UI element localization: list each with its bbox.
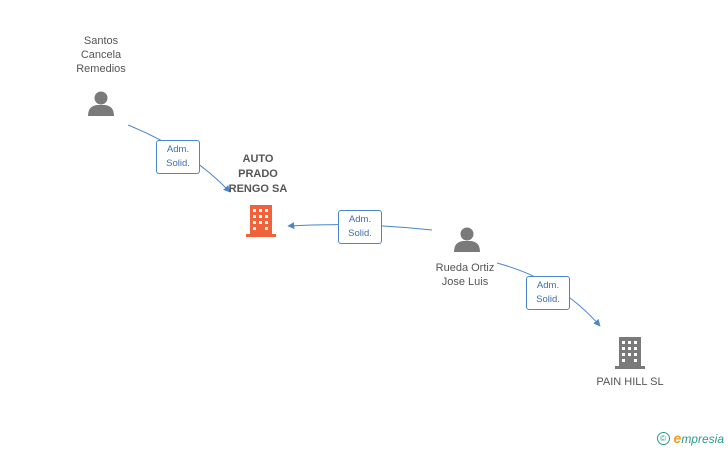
brand-logo: empresia [673,430,724,446]
edge-label-line2: Solid. [348,228,372,239]
node-label-santos[interactable]: Santos Cancela Remedios [76,35,126,75]
edge-label: Adm. Solid. [526,276,570,310]
edge-label-line2: Solid. [536,294,560,305]
brand-watermark: © empresia [656,430,724,446]
edge-label: Adm. Solid. [156,140,200,174]
edge-label-line1: Adm. [536,280,560,291]
edge-label-line1: Adm. [348,214,372,225]
building-icon[interactable] [615,337,645,369]
edge-label: Adm. Solid. [338,210,382,244]
edge-label-line1: Adm. [166,144,190,155]
building-icon[interactable] [246,205,276,237]
person-icon[interactable] [88,91,114,117]
copyright-icon: © [656,431,670,445]
node-label-rueda[interactable]: Rueda Ortiz Jose Luis [435,262,495,288]
edge-label-line2: Solid. [166,158,190,169]
node-label-auto-prado[interactable]: AUTO PRADO RENGO SA [228,153,288,195]
node-label-pain-hill[interactable]: PAIN HILL SL [596,376,664,388]
person-icon[interactable] [454,227,480,253]
